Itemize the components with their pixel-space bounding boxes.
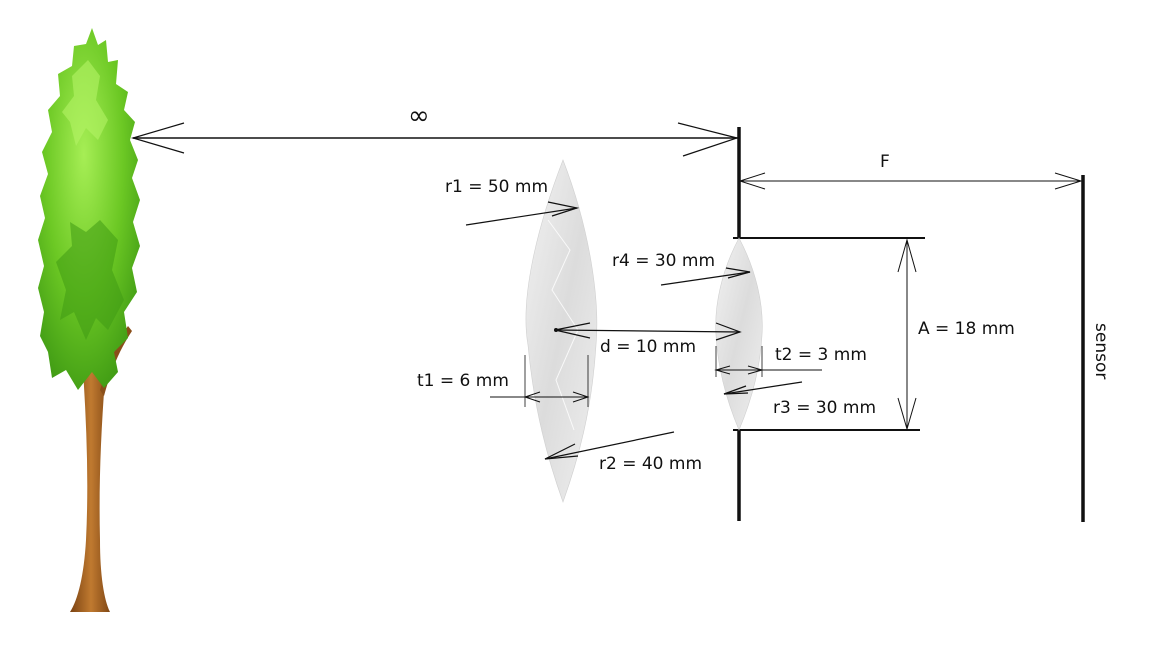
r4-label: r4 = 30 mm [612,251,715,271]
separation-dimension: d = 10 mm [554,322,742,357]
t1-annotation: t1 = 6 mm [417,355,590,407]
r1-annotation: r1 = 50 mm [445,177,580,226]
infinity-label: ∞ [408,101,430,131]
r2-label: r2 = 40 mm [599,454,702,474]
aperture-label: A = 18 mm [918,319,1015,339]
t1-label: t1 = 6 mm [417,371,509,391]
tree-illustration [38,28,140,612]
sensor-plane: sensor [1081,175,1111,522]
focal-length-dimension: F [738,152,1083,190]
aperture-stop [733,127,925,521]
t2-label: t2 = 3 mm [775,345,867,365]
r4-annotation: r4 = 30 mm [612,251,751,286]
r3-annotation: r3 = 30 mm [723,381,876,418]
focal-length-label: F [880,152,890,172]
lens-2 [715,237,763,431]
object-distance-dimension: ∞ [130,101,740,157]
r2-annotation: r2 = 40 mm [544,431,702,474]
t2-annotation: t2 = 3 mm [714,345,867,377]
aperture-dimension: A = 18 mm [897,238,1015,431]
sensor-label: sensor [1091,323,1111,379]
r3-label: r3 = 30 mm [773,398,876,418]
tree-foliage-highlight [62,60,108,146]
r1-label: r1 = 50 mm [445,177,548,197]
separation-label: d = 10 mm [600,337,696,357]
tree-foliage-shade [56,220,124,340]
